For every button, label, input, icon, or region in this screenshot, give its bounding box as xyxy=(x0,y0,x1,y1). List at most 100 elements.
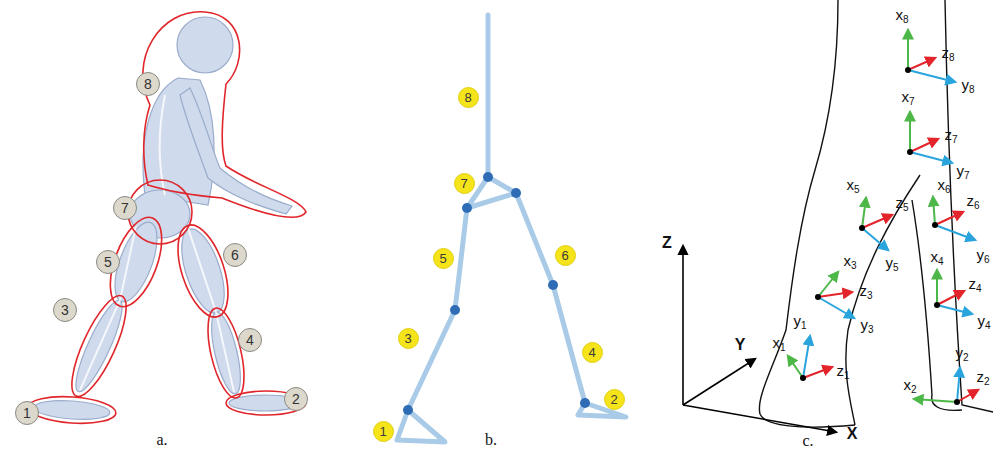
segment-frame xyxy=(909,112,911,152)
callout-number: 3 xyxy=(53,298,77,322)
segment-frame xyxy=(905,67,911,73)
segment-frame xyxy=(934,270,972,314)
segment-frame xyxy=(936,270,938,305)
callout-text: 1 xyxy=(379,425,386,438)
segment-outline xyxy=(143,12,306,218)
frame-axis-label: z7 xyxy=(944,127,957,145)
segment-frame xyxy=(957,390,978,402)
callout-text: 2 xyxy=(292,392,300,406)
panel-caption: c. xyxy=(802,432,813,450)
segment-frame xyxy=(910,139,938,152)
segment-frame xyxy=(862,228,888,250)
axis-label: Z xyxy=(662,234,672,252)
stick-segment xyxy=(397,15,626,442)
world-axes xyxy=(682,246,684,405)
segment-frame xyxy=(935,225,975,240)
callout-number: 7 xyxy=(113,196,137,220)
frame-axis-label: x7 xyxy=(901,89,914,107)
frame-axis-label: x6 xyxy=(937,177,950,195)
world-axes xyxy=(683,359,755,405)
callout-number: 7 xyxy=(454,173,475,194)
body-illustration xyxy=(33,17,301,422)
skeleton-detail xyxy=(80,95,234,392)
segment-frame xyxy=(914,399,957,402)
segment-outline xyxy=(27,394,117,426)
segment-frame xyxy=(937,291,964,305)
callout-number: 4 xyxy=(582,342,603,363)
segment-frame xyxy=(815,294,821,300)
segment-frame xyxy=(818,272,838,297)
segment-frame xyxy=(934,302,940,308)
segment-frame xyxy=(957,368,960,402)
callout-text: 8 xyxy=(144,77,152,91)
leg-outline xyxy=(945,0,993,412)
segment-frame xyxy=(803,336,810,378)
frame-axis-label: x4 xyxy=(930,249,943,267)
body-illustration xyxy=(177,17,233,73)
frame-axis-label: z4 xyxy=(968,276,981,294)
callout-text: 8 xyxy=(464,91,471,104)
frame-axis-label: x2 xyxy=(903,377,916,395)
segment-frame xyxy=(862,198,866,228)
segment-frame xyxy=(859,198,892,250)
segment-frame xyxy=(954,399,960,405)
callout-text: 3 xyxy=(61,303,69,317)
callout-text: 6 xyxy=(231,248,239,262)
segment-frame xyxy=(788,30,978,405)
segment-frame xyxy=(937,305,972,314)
leg-outline xyxy=(846,175,920,425)
callout-number: 8 xyxy=(136,72,160,96)
joint-dot xyxy=(483,172,493,182)
frame-axis-label: x8 xyxy=(895,7,908,25)
segment-frame xyxy=(907,30,909,70)
segment-outline xyxy=(128,180,192,244)
frame-axis-label: z5 xyxy=(895,195,908,213)
joint-dot xyxy=(403,172,590,415)
world-axes xyxy=(683,405,836,432)
callout-number: 5 xyxy=(96,250,120,274)
callout-text: 5 xyxy=(104,255,112,269)
stick-segment xyxy=(397,410,445,442)
callout-text: 1 xyxy=(23,406,31,420)
segment-frame xyxy=(818,297,854,318)
axis-label: X xyxy=(847,425,858,443)
segment-frame xyxy=(908,70,955,82)
callout-number: 2 xyxy=(284,387,308,411)
segment-frame xyxy=(803,367,832,378)
segment-frame xyxy=(788,356,803,378)
frame-axis-label: x1 xyxy=(772,335,785,353)
callout-number: 1 xyxy=(15,401,39,425)
joint-dot xyxy=(548,280,558,290)
callout-text: 7 xyxy=(460,177,467,190)
segment-frame xyxy=(818,292,852,297)
segment-frame xyxy=(935,212,963,225)
joint-dot xyxy=(580,398,590,408)
callout-text: 7 xyxy=(121,201,129,215)
frame-axis-label: y8 xyxy=(961,77,974,95)
frame-axis-label: y4 xyxy=(977,313,990,331)
segment-frame xyxy=(907,149,913,155)
segment-frame xyxy=(933,197,935,225)
segment-outline xyxy=(201,305,251,401)
segment-frame xyxy=(910,152,952,163)
axis-label: Y xyxy=(735,336,746,354)
frame-axis-label: z8 xyxy=(941,45,954,63)
segment-frame xyxy=(800,375,806,381)
panel-caption: b. xyxy=(485,431,497,449)
stick-segment xyxy=(516,193,585,403)
frame-axis-label: y5 xyxy=(885,255,898,273)
joint-dot xyxy=(511,188,521,198)
callout-number: 6 xyxy=(223,243,247,267)
frame-axis-label: z2 xyxy=(976,369,989,387)
segment-outline xyxy=(100,211,172,314)
segment-frame xyxy=(788,336,832,381)
callout-number: 6 xyxy=(555,245,576,266)
leg-outline xyxy=(759,0,993,427)
callout-number: 2 xyxy=(604,389,625,410)
frame-axis-label: z3 xyxy=(859,283,872,301)
frame-axis-label: z1 xyxy=(836,363,849,381)
segment-frame xyxy=(907,112,952,163)
frame-axis-label: x3 xyxy=(843,253,856,271)
